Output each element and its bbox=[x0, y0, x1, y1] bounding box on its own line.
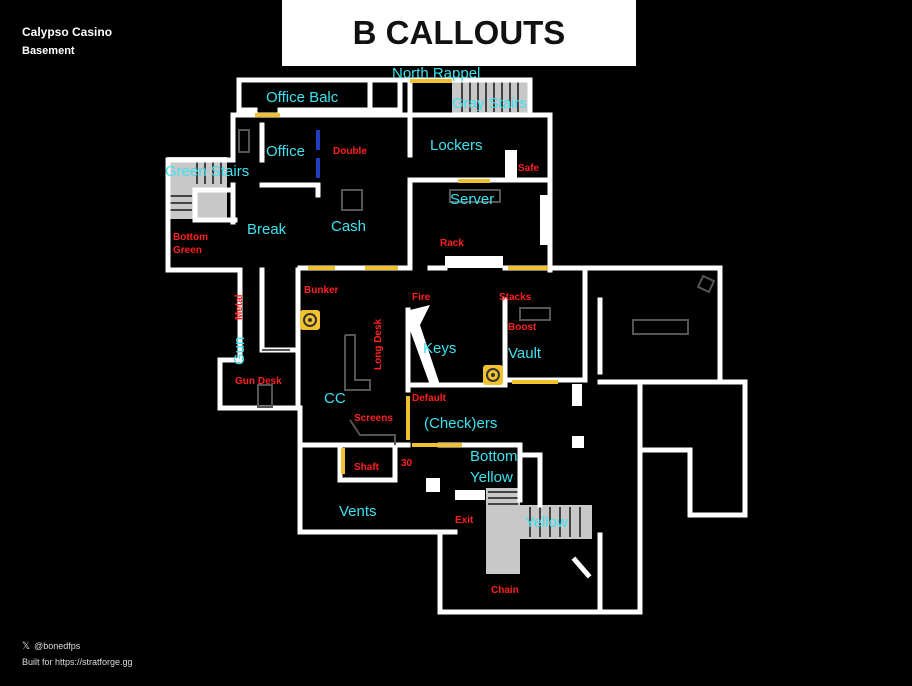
yellow-stairs-block bbox=[486, 488, 520, 574]
callout-keys: Keys bbox=[423, 340, 456, 357]
callout-bunker: Bunker bbox=[304, 285, 339, 296]
callout-green-line: Green bbox=[173, 245, 202, 256]
checker-pillar bbox=[572, 436, 584, 448]
callout-gun-desk: Gun Desk bbox=[235, 376, 282, 387]
secondary-callouts: Double Safe Bottom Green Rack Metal Bunk… bbox=[173, 146, 540, 596]
green-stairs-steps bbox=[170, 160, 222, 211]
callout-vault: Vault bbox=[508, 345, 542, 362]
floor-name: Basement bbox=[22, 45, 75, 57]
office-desk bbox=[238, 129, 250, 153]
callout-fire: Fire bbox=[412, 292, 431, 303]
map-name: Calypso Casino bbox=[22, 25, 113, 39]
gray-stairs-block bbox=[452, 80, 528, 114]
callout-north-rappel: North Rappel bbox=[392, 65, 480, 82]
callout-yellow: Yellow bbox=[525, 514, 568, 531]
callout-cc: CC bbox=[324, 390, 346, 407]
solid-blocks bbox=[410, 150, 584, 500]
callout-metal: Metal bbox=[234, 294, 245, 320]
server-wall bbox=[540, 195, 548, 245]
callout-thirty: 30 bbox=[401, 458, 413, 469]
boost-box bbox=[519, 307, 551, 321]
keys-shape bbox=[410, 305, 440, 385]
footer-built-for: Built for https://stratforge.gg bbox=[22, 657, 133, 667]
callout-stacks: Stacks bbox=[499, 292, 532, 303]
callout-boost: Boost bbox=[508, 322, 537, 333]
gun-desk-box bbox=[257, 384, 273, 408]
server-rack bbox=[449, 189, 501, 203]
walls bbox=[165, 77, 748, 615]
handle-text: @bonedfps bbox=[34, 641, 81, 651]
doors bbox=[255, 79, 558, 474]
callout-safe: Safe bbox=[518, 163, 540, 174]
callout-exit: Exit bbox=[455, 515, 474, 526]
callout-gun: Gun bbox=[231, 337, 248, 365]
title-banner: B CALLOUTS bbox=[282, 0, 636, 66]
callout-green-stairs: Green Stairs bbox=[165, 163, 249, 180]
callout-office-balc: Office Balc bbox=[266, 89, 339, 106]
furniture bbox=[238, 129, 716, 445]
gray-stairs-steps bbox=[461, 82, 519, 112]
vault-table bbox=[632, 319, 689, 335]
callout-break: Break bbox=[247, 221, 287, 238]
exit-ledge bbox=[455, 490, 485, 500]
camera-icon bbox=[300, 310, 320, 330]
vault-crate bbox=[696, 274, 716, 294]
callout-gray-stairs: Gray Stairs bbox=[452, 95, 527, 112]
callout-checkers: (Check)ers bbox=[424, 415, 497, 432]
primary-callouts: North Rappel Office Balc Gray Stairs Off… bbox=[165, 65, 568, 531]
rack-block bbox=[445, 256, 503, 268]
callout-bottom: Bottom bbox=[470, 448, 518, 465]
callout-screens: Screens bbox=[354, 413, 393, 424]
callout-shaft: Shaft bbox=[354, 462, 380, 473]
exit-block bbox=[426, 478, 440, 492]
callout-lockers: Lockers bbox=[430, 137, 483, 154]
lockers-block bbox=[505, 150, 517, 180]
callout-server: Server bbox=[450, 191, 494, 208]
x-logo-icon: 𝕏 bbox=[22, 641, 31, 652]
callout-chain: Chain bbox=[491, 585, 519, 596]
callout-yellow-line: Yellow bbox=[470, 469, 513, 486]
callout-vents: Vents bbox=[339, 503, 377, 520]
page-title: B CALLOUTS bbox=[352, 14, 566, 51]
callout-cash: Cash bbox=[331, 218, 366, 235]
callout-double: Double bbox=[333, 146, 367, 157]
vault-pillar bbox=[572, 384, 582, 406]
footer-handle: 𝕏@bonedfps bbox=[22, 641, 80, 652]
camera-icon bbox=[483, 365, 503, 385]
cash-safe-box bbox=[341, 189, 363, 211]
callout-default: Default bbox=[412, 393, 447, 404]
yellow-stairs-steps bbox=[488, 491, 581, 537]
callout-long-desk: Long Desk bbox=[373, 318, 384, 370]
callout-bottom-line: Bottom bbox=[173, 232, 208, 243]
callout-rack: Rack bbox=[440, 238, 464, 249]
callout-office: Office bbox=[266, 143, 305, 160]
